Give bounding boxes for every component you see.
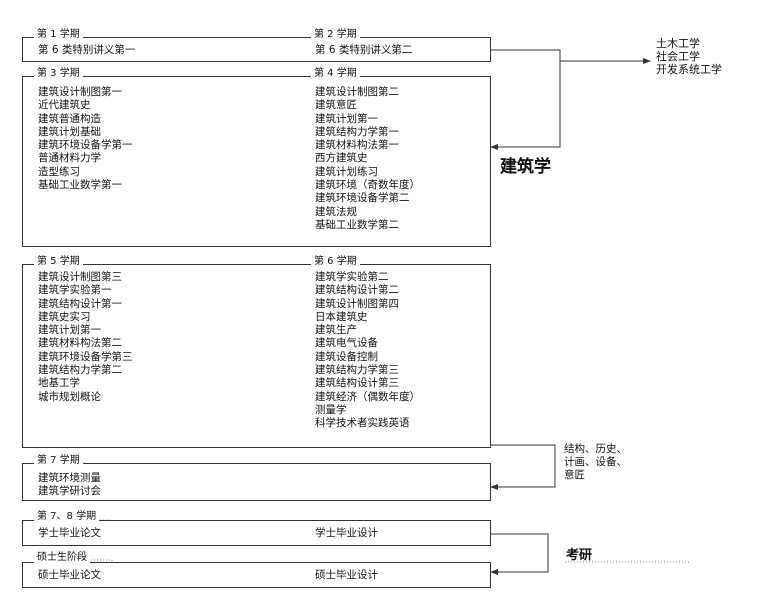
course-item: 建筑普通构造: [38, 112, 101, 125]
course-item: 日本建筑史: [315, 310, 368, 323]
course-item: 建筑结构设计第一: [38, 297, 122, 310]
course-item: 建筑材料构法第一: [315, 139, 399, 152]
course-item: 科学技术者实践英语: [315, 417, 410, 430]
term5-label: 第 5 学期: [34, 256, 83, 268]
grad-exam-label: 考研: [566, 548, 593, 563]
course-item: 地基工学: [38, 377, 80, 390]
course-item: 建筑环境设备学第一: [38, 139, 133, 152]
master-label: 硕士生阶段: [34, 552, 90, 564]
architecture-label: 建筑学: [500, 157, 551, 177]
course-item: 建筑法规: [315, 205, 357, 218]
course-item: 建筑结构设计第二: [315, 284, 399, 297]
course-item: 建筑环境设备学第三: [38, 350, 133, 363]
specialization-item: 计画、设备、: [564, 456, 627, 468]
course-item: 建筑设备控制: [315, 350, 378, 363]
course-item: 建筑计划基础: [38, 125, 101, 138]
master-thesis: 硕士毕业论文: [38, 569, 101, 581]
course-item: 普通材料力学: [38, 152, 101, 165]
term4-course-list: 建筑设计制图第二 建筑意匠 建筑计划第一 建筑结构力学第一 建筑材料构法第一 西…: [315, 86, 420, 232]
course-item: 建筑设计制图第四: [315, 297, 399, 310]
course-item: 建筑经济（偶数年度）: [315, 390, 420, 403]
course-item: 建筑设计制图第二: [315, 86, 399, 98]
term6-label: 第 6 学期: [311, 256, 360, 268]
arrow-to-master: [490, 533, 549, 575]
course-item: 建筑学实验第二: [315, 271, 389, 283]
term7-8-label: 第 7、8 学期: [34, 511, 100, 523]
master-design: 硕士毕业设计: [315, 569, 378, 581]
master-box: [22, 562, 491, 588]
dept-item: 土木工学: [656, 37, 700, 50]
course-item: 建筑计划练习: [315, 165, 378, 178]
course-item: 建筑环境设备学第二: [315, 192, 410, 205]
course-item: 建筑结构力学第二: [38, 364, 122, 377]
course-item: 近代建筑史: [38, 99, 91, 112]
term6-course-list: 建筑学实验第二 建筑结构设计第二 建筑设计制图第四 日本建筑史 建筑生产 建筑电…: [315, 271, 420, 431]
term4-label: 第 4 学期: [311, 68, 360, 80]
specialization-item: 结构、历史、: [564, 443, 627, 455]
dept-item: 社会工学: [656, 50, 700, 63]
term3-course-list: 建筑设计制图第一 近代建筑史 建筑普通构造 建筑计划基础 建筑环境设备学第一 普…: [38, 86, 133, 192]
course-item: 建筑设计制图第一: [38, 86, 122, 98]
course-item: 建筑结构力学第三: [315, 364, 399, 377]
dept-item: 开发系统工学: [656, 63, 722, 76]
course-item: 建筑意匠: [315, 99, 357, 112]
course-item: 建筑计划第一: [315, 112, 378, 125]
term2-label: 第 2 学期: [311, 29, 360, 41]
term2-course: 第 6 类特别讲义第二: [315, 44, 413, 56]
course-item: 建筑电气设备: [315, 337, 378, 350]
bachelor-design: 学士毕业设计: [315, 527, 378, 539]
course-item: 建筑环境测量: [38, 472, 101, 484]
course-item: 建筑学研讨会: [38, 485, 101, 498]
term7-8-box: [22, 520, 491, 546]
specialization-item: 意匠: [564, 469, 585, 481]
other-departments-list: 土木工学 社会工学 开发系统工学: [656, 37, 722, 76]
course-item: 造型练习: [38, 165, 80, 178]
course-item: 城市规划概论: [38, 390, 101, 403]
course-item: 建筑结构力学第一: [315, 125, 399, 138]
term1-2-box: [22, 37, 491, 62]
course-item: 建筑结构设计第三: [315, 377, 399, 390]
term7-course-list: 建筑环境测量 建筑学研讨会: [38, 472, 101, 499]
bachelor-thesis: 学士毕业论文: [38, 527, 101, 539]
term3-label: 第 3 学期: [34, 68, 83, 80]
course-item: 测量学: [315, 403, 347, 416]
term5-course-list: 建筑设计制图第三 建筑学实验第一 建筑结构设计第一 建筑史实习 建筑计划第一 建…: [38, 271, 133, 404]
course-item: 建筑材料构法第二: [38, 337, 122, 350]
term1-label: 第 1 学期: [34, 29, 83, 41]
arrow-to-other-depts: [490, 49, 651, 64]
term3-4-box: [22, 76, 491, 247]
course-item: 建筑史实习: [38, 310, 91, 323]
term7-box: [22, 463, 491, 501]
course-item: 基础工业数学第二: [315, 218, 399, 231]
course-item: 基础工业数学第一: [38, 179, 122, 192]
term7-label: 第 7 学期: [34, 455, 83, 467]
course-item: 建筑学实验第一: [38, 284, 112, 297]
term1-course: 第 6 类特别讲义第一: [38, 44, 136, 56]
course-item: 建筑计划第一: [38, 324, 101, 337]
course-item: 建筑生产: [315, 324, 357, 337]
term5-6-box: [22, 264, 491, 448]
arrow-to-architecture: [490, 61, 561, 150]
course-item: 建筑环境（奇数年度）: [315, 179, 420, 192]
specializations-list: 结构、历史、 计画、设备、 意匠: [564, 443, 627, 482]
course-item: 西方建筑史: [315, 152, 368, 165]
arrow-to-term7: [490, 444, 556, 490]
course-item: 建筑设计制图第三: [38, 271, 122, 283]
